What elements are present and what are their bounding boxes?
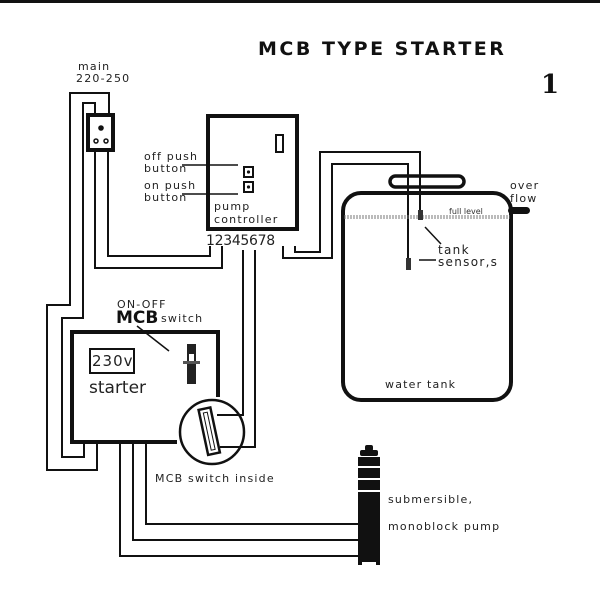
mcb-inside-detail <box>178 398 255 466</box>
controller-label-1: pump <box>214 200 250 213</box>
water-tank-label: water tank <box>385 378 456 391</box>
mcb-label: MCB <box>116 308 158 328</box>
on-push-label-1: on push <box>144 179 196 192</box>
mcb-inside-label: MCB switch inside <box>155 472 275 485</box>
sensor-icon <box>406 258 411 270</box>
main-voltage-label: 220-250 <box>76 72 130 85</box>
indicator-icon <box>275 134 284 153</box>
pump-label-1: submersible, <box>388 493 473 506</box>
pump-label-2: monoblock pump <box>388 520 500 533</box>
off-push-label-1: off push <box>144 150 198 163</box>
starter-box: 230v starter <box>70 330 220 444</box>
off-push-label-2: button <box>144 162 187 175</box>
tank-sensor-label-2: sensor,s <box>438 255 498 269</box>
voltage-label: 230v <box>92 352 134 370</box>
full-level-label: full level <box>449 207 483 216</box>
tank-sensor-label-1: tank <box>438 243 470 257</box>
pump-icon <box>358 445 380 565</box>
overflow-pipe <box>508 207 530 214</box>
sensor-wires <box>282 151 421 260</box>
on-push-button[interactable] <box>243 181 254 193</box>
overflow-label-2: flow <box>510 192 537 205</box>
top-border <box>0 0 600 3</box>
overflow-label-1: over <box>510 179 539 192</box>
pump-controller: pump controller <box>206 114 299 231</box>
starter-label: starter <box>89 378 146 398</box>
voltage-display <box>89 348 135 374</box>
tank-lid <box>388 174 466 189</box>
main-supply-wires <box>46 92 223 471</box>
main-label: main <box>78 60 110 73</box>
controller-label-2: controller <box>214 213 278 226</box>
page-number: 1 <box>541 70 559 100</box>
switch-label: switch <box>161 312 203 325</box>
on-push-label-2: button <box>144 191 187 204</box>
terminal-numbers: 12345678 <box>206 233 275 249</box>
pump-wires <box>119 444 358 557</box>
off-push-button[interactable] <box>243 166 254 178</box>
diagram-title: MCB TYPE STARTER <box>258 38 506 60</box>
sensor-icon <box>418 210 423 220</box>
socket-icon <box>86 113 115 152</box>
on-off-label: ON-OFF <box>117 298 167 311</box>
water-tank <box>341 170 530 402</box>
mcb-switch-icon <box>197 405 222 457</box>
mcb-icon[interactable] <box>183 344 200 384</box>
